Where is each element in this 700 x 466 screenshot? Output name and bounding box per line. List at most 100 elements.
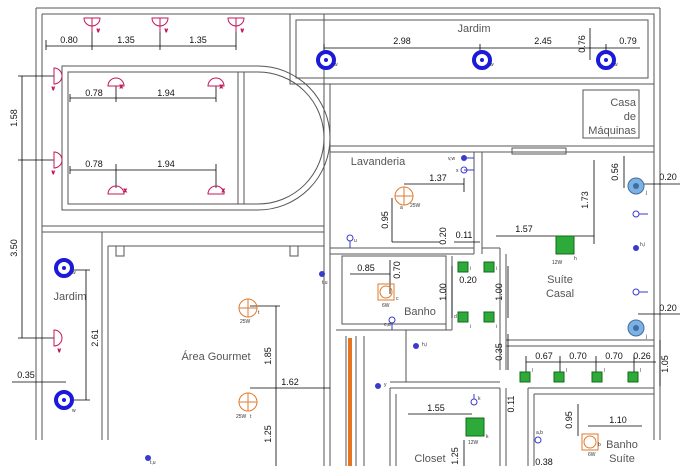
- lamp-hall-3-icon: [591, 371, 603, 383]
- lamp-gourmet-2-icon: [238, 392, 258, 412]
- lamp-gourmet-1-icon: [238, 298, 258, 318]
- room-suite-2: Suíte: [609, 453, 635, 465]
- svg-text:l: l: [640, 368, 641, 374]
- room-casa: Casa: [610, 97, 637, 109]
- svg-text:25W: 25W: [240, 319, 251, 325]
- spot-jardim-1-icon: [316, 50, 336, 70]
- lamp-banho-icon: [377, 283, 395, 301]
- dim-020b: 0.20: [659, 172, 677, 182]
- lamp-banho-3-icon: [457, 311, 469, 323]
- svg-text:v: v: [97, 28, 100, 34]
- svg-text:l: l: [532, 368, 533, 374]
- switch-closet-k-icon: [470, 394, 478, 406]
- svg-text:w: w: [72, 270, 76, 276]
- dim-110: 1.10: [609, 415, 627, 425]
- sconce-top-1-icon: [83, 17, 101, 32]
- switch-banho-cd-icon: [388, 316, 396, 330]
- svg-text:v: v: [52, 170, 55, 176]
- svg-text:w: w: [72, 408, 76, 414]
- lamp-lavanderia-icon: [394, 186, 414, 206]
- room-lavanderia: Lavanderia: [351, 156, 406, 168]
- lamp-banho-1-icon: [457, 261, 469, 273]
- dim-095b: 0.95: [564, 411, 574, 429]
- svg-text:v: v: [165, 28, 168, 34]
- dim-095a: 0.95: [380, 211, 390, 229]
- svg-text:t,u: t,u: [150, 460, 156, 466]
- dim-078b: 0.78: [85, 159, 103, 169]
- spot-left-2-icon: [54, 390, 74, 410]
- switch-suite-2-icon: [632, 288, 648, 296]
- dimension-lines: 0.80 1.35 1.35 2.98 2.45 0.76 0.79 0.78 …: [9, 28, 680, 466]
- svg-text:x: x: [456, 168, 459, 174]
- switch-y-icon: [375, 383, 381, 389]
- dim-035a: 0.35: [17, 370, 35, 380]
- dim-194a: 1.94: [157, 88, 175, 98]
- pool-light-3-icon: [107, 185, 125, 195]
- pendant-1-icon: [627, 177, 645, 195]
- pendant-2-icon: [627, 319, 645, 337]
- dim-105: 1.05: [660, 355, 670, 373]
- sconce-left-1-icon: [53, 67, 63, 85]
- svg-text:h,i: h,i: [640, 242, 645, 248]
- svg-text:w: w: [334, 62, 338, 68]
- lamp-closet-icon: [465, 417, 485, 437]
- switch-hall-hi-icon: [413, 343, 419, 349]
- dim-035b: 0.35: [494, 343, 504, 361]
- room-maquinas: Máquinas: [588, 125, 636, 137]
- pool-light-4-icon: [207, 185, 225, 195]
- sconce-left-3-icon: [53, 329, 63, 347]
- spot-left-1-icon: [54, 258, 74, 278]
- dim-070a: 0.70: [392, 261, 402, 279]
- dim-158: 1.58: [9, 109, 19, 127]
- svg-text:v: v: [241, 28, 244, 34]
- dim-157: 1.57: [515, 224, 533, 234]
- svg-text:6W: 6W: [382, 303, 390, 309]
- room-casal: Casal: [546, 288, 574, 300]
- dim-070b: 0.70: [569, 351, 587, 361]
- dim-011a: 0.11: [456, 230, 473, 240]
- dim-020d: 0.20: [659, 303, 677, 313]
- wall-sconces: v v v v v v x x x x: [52, 17, 245, 355]
- switch-banho-suite-ab-icon: [534, 436, 542, 444]
- dim-056: 0.56: [610, 163, 620, 181]
- lamp-banho-suite-icon: [581, 433, 599, 451]
- svg-text:t,u: t,u: [322, 280, 328, 286]
- dim-070c: 0.70: [605, 351, 623, 361]
- room-banho: Banho: [404, 306, 436, 318]
- switch-suite-hi-icon: [633, 245, 639, 251]
- ground-spots: w w w w w: [54, 50, 618, 414]
- room-jardim-top: Jardim: [457, 23, 490, 35]
- sconce-top-3-icon: [227, 17, 245, 32]
- sconce-top-2-icon: [151, 17, 169, 32]
- walls: [35, 7, 661, 466]
- dim-135a: 1.35: [117, 35, 135, 45]
- svg-text:t: t: [258, 310, 260, 316]
- svg-text:w: w: [490, 62, 494, 68]
- svg-text:i: i: [496, 266, 497, 272]
- svg-text:x: x: [222, 188, 225, 194]
- spot-jardim-3-icon: [596, 50, 616, 70]
- svg-text:k: k: [486, 434, 489, 440]
- svg-text:u: u: [354, 238, 357, 244]
- lamp-banho-4-icon: [483, 311, 495, 323]
- dim-079: 0.79: [619, 36, 637, 46]
- dim-194b: 1.94: [157, 159, 175, 169]
- svg-text:i: i: [470, 266, 471, 272]
- dim-011b: 0.11: [506, 396, 516, 413]
- dim-020a: 0.20: [438, 227, 448, 245]
- switch-suite-1-icon: [632, 210, 648, 218]
- dim-038: 0.38: [535, 457, 553, 466]
- svg-text:h: h: [574, 256, 577, 262]
- dim-067: 0.67: [535, 351, 553, 361]
- svg-text:c: c: [396, 296, 399, 302]
- svg-text:w: w: [614, 62, 618, 68]
- dim-125b: 1.25: [450, 447, 460, 465]
- room-suite: Suíte: [547, 274, 573, 286]
- svg-text:12W: 12W: [552, 260, 563, 266]
- svg-text:l: l: [604, 368, 605, 374]
- svg-text:h,i: h,i: [422, 342, 427, 348]
- svg-text:a,b: a,b: [536, 430, 543, 436]
- sconce-left-2-icon: [53, 151, 63, 169]
- svg-text:j: j: [645, 334, 647, 340]
